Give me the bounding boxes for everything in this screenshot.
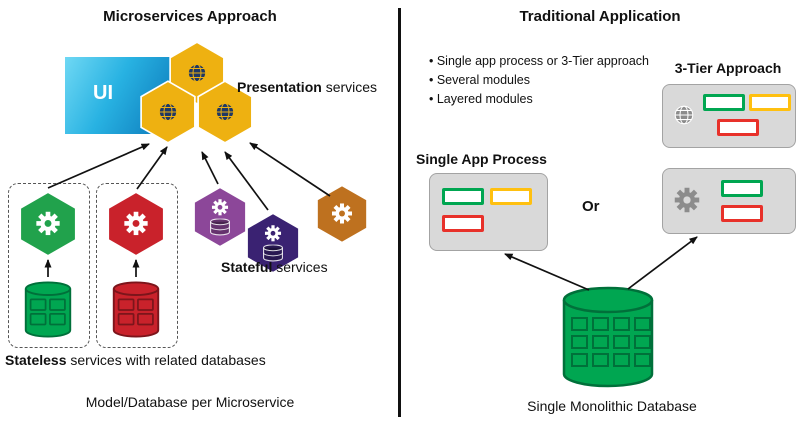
hexagon-shape [193, 186, 247, 248]
database-cells [571, 317, 651, 367]
hex-stateful-orange [316, 184, 368, 244]
database-icon [24, 281, 72, 338]
database-icon [210, 218, 230, 236]
arrow-db-to-three-tier [627, 236, 698, 290]
presentation-label-bold: Presentation [237, 79, 322, 95]
single-app-box [429, 173, 548, 251]
three-tier-label: 3-Tier Approach [674, 60, 782, 76]
stateless-label-bold: Stateless [5, 352, 67, 368]
three-tier-box-app [662, 168, 796, 234]
divider-line [398, 8, 401, 417]
three-tier-box-web [662, 84, 796, 148]
gear-icon [264, 225, 282, 242]
module-rect-red [721, 205, 763, 222]
database-red [112, 281, 160, 338]
left-caption: Model/Database per Microservice [85, 394, 295, 410]
database-caption: Single Monolithic Database [527, 398, 697, 414]
single-app-label: Single App Process [416, 151, 547, 167]
module-rect-red [442, 215, 484, 232]
module-rect-yellow [749, 94, 791, 111]
arrow-purple-to-presentation [201, 151, 219, 185]
database-green [24, 281, 72, 338]
hex-stateful-purple [193, 186, 247, 248]
arrow-db-to-single-app [504, 253, 590, 291]
database-top [562, 286, 654, 314]
bullet-item: • Several modules [429, 73, 530, 87]
stateless-label-rest: services with related databases [66, 352, 266, 368]
module-rect-green [721, 180, 763, 197]
gear-icon [36, 211, 60, 236]
module-rect-red [717, 119, 759, 136]
bullet-item: • Single app process or 3-Tier approach [429, 54, 650, 68]
database-icon [112, 281, 160, 338]
bullet-list: • Single app process or 3-Tier approach … [429, 52, 649, 109]
stateful-label-bold: Stateful [221, 259, 273, 275]
globe-icon [215, 102, 235, 122]
or-label: Or [582, 198, 600, 215]
bullet-item: • Layered modules [429, 92, 533, 106]
presentation-label: Presentation services [237, 79, 377, 95]
gear-icon [331, 203, 353, 224]
gear-icon [124, 211, 148, 236]
stateful-label: Stateful services [221, 259, 328, 275]
monolithic-database [562, 286, 654, 388]
presentation-label-rest: services [321, 79, 378, 95]
hex-service-red [107, 191, 165, 257]
module-rect-green [442, 188, 484, 205]
stateful-label-rest: services [272, 259, 328, 275]
globe-icon [158, 102, 178, 122]
globe-icon [674, 105, 694, 125]
arrow-green-to-presentation [47, 143, 150, 189]
module-rect-yellow [490, 188, 532, 205]
left-title: Microservices Approach [103, 8, 277, 25]
gear-icon [211, 199, 229, 216]
gear-icon [674, 187, 700, 213]
stateless-label: Stateless services with related database… [5, 352, 266, 368]
ui-label: UI [93, 82, 113, 104]
right-title: Traditional Application [519, 8, 681, 25]
module-rect-green [703, 94, 745, 111]
hex-presentation-left [140, 80, 196, 144]
hex-service-green [19, 191, 77, 257]
